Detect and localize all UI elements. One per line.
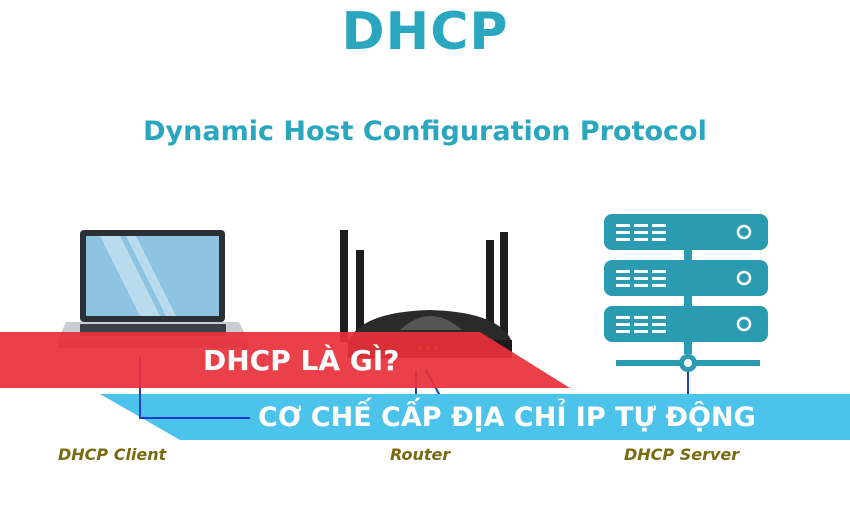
page-subtitle: Dynamic Host Configuration Protocol: [143, 116, 707, 147]
question-banner-text: DHCP LÀ GÌ?: [203, 344, 400, 377]
headline-banner-text: CƠ CHẾ CẤP ĐỊA CHỈ IP TỰ ĐỘNG: [258, 402, 756, 433]
client-label: DHCP Client: [58, 445, 167, 464]
blue-banner-front: [250, 394, 850, 440]
server-icon: [604, 214, 768, 372]
page-title: DHCP: [341, 2, 509, 62]
red-banner: [0, 332, 570, 388]
router-label: Router: [390, 445, 451, 464]
server-label: DHCP Server: [624, 445, 740, 464]
laptop-icon: [58, 230, 248, 348]
